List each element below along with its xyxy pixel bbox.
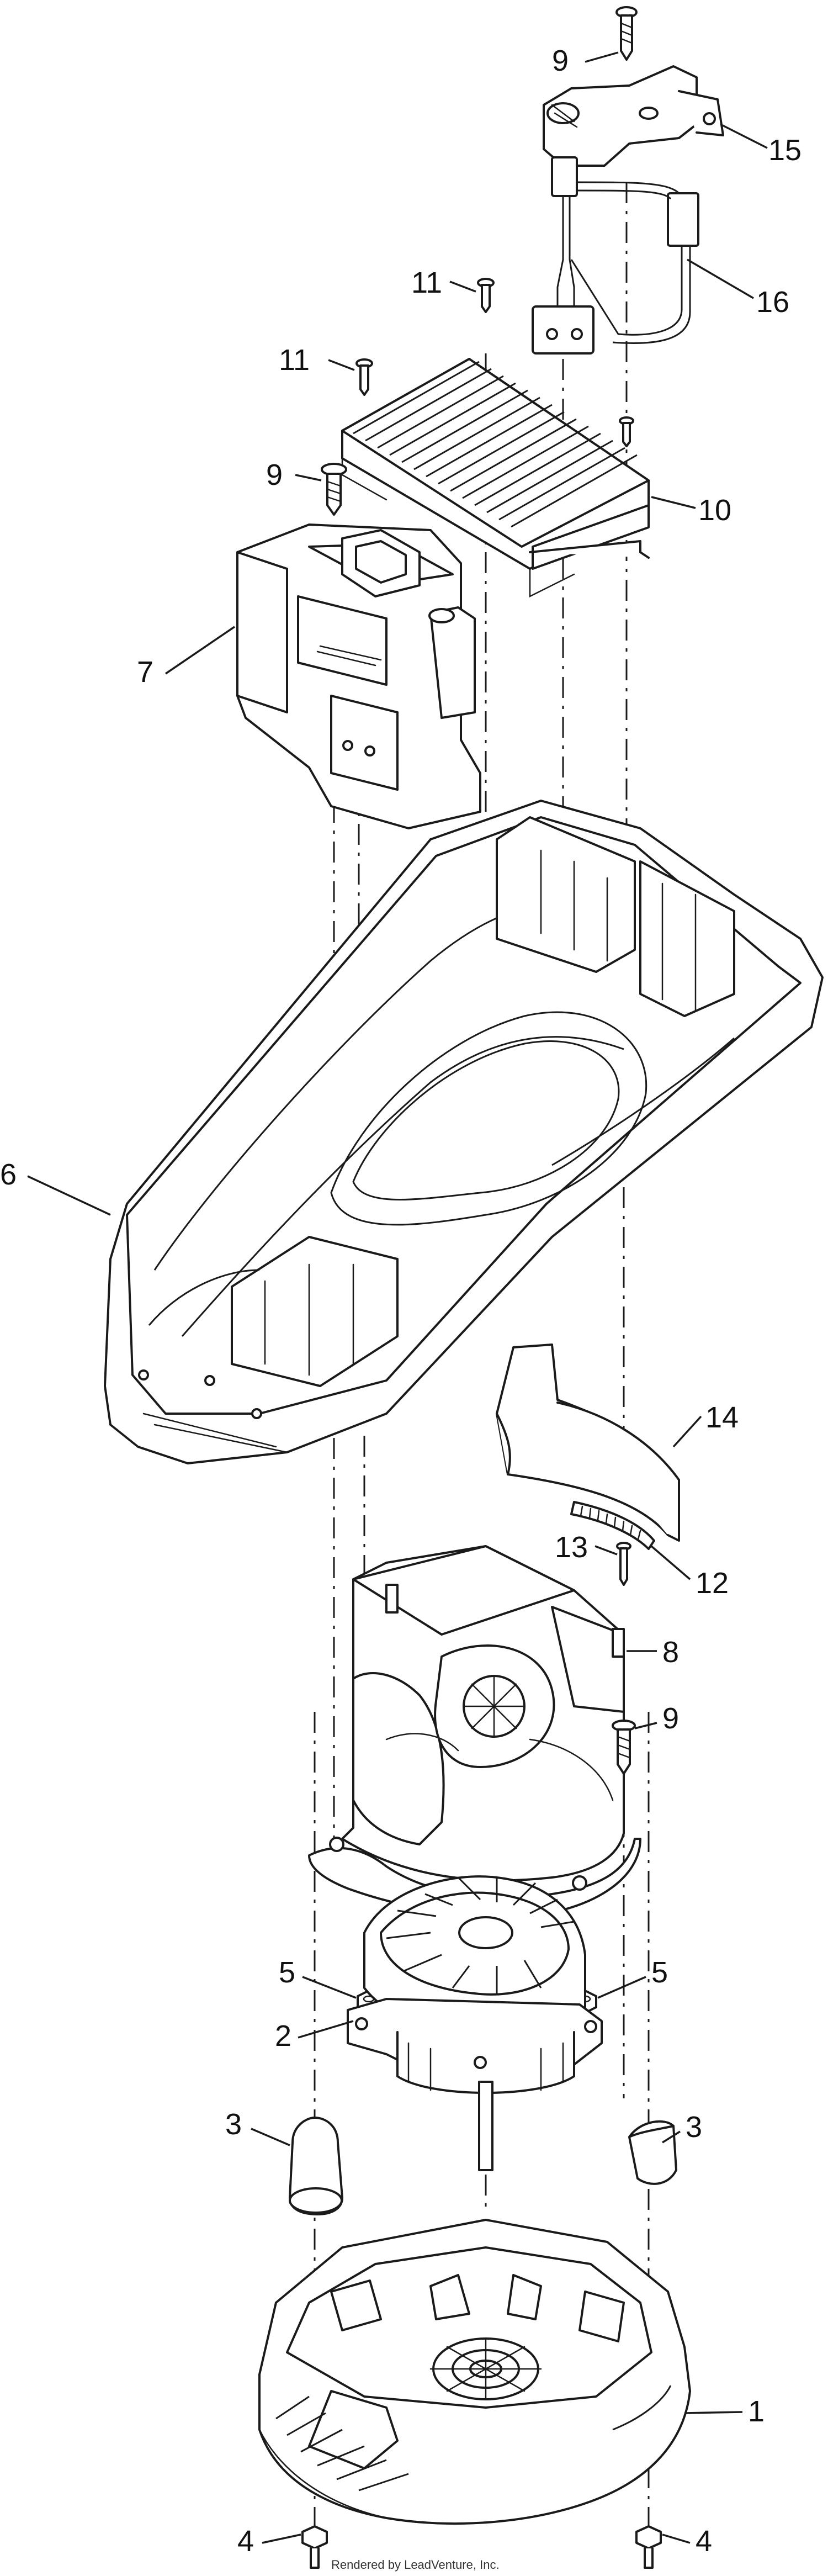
part-strip xyxy=(570,1501,655,1550)
part-bumper-left xyxy=(289,2117,343,2215)
callout-7: 7 xyxy=(137,655,153,689)
part-screw-mid xyxy=(321,463,347,516)
callout-5a: 5 xyxy=(279,1956,295,1989)
callout-9a: 9 xyxy=(552,44,569,77)
callout-3b: 3 xyxy=(686,2110,702,2144)
callout-labels: 9 15 11 16 11 9 10 7 6 14 13 12 8 9 5 5 … xyxy=(0,44,802,2558)
callout-14: 14 xyxy=(705,1401,739,1434)
part-switch-bracket xyxy=(543,65,724,167)
callout-11b: 11 xyxy=(279,343,310,377)
callout-13: 13 xyxy=(555,1531,588,1564)
part-wire-harness xyxy=(532,156,699,355)
callout-9b: 9 xyxy=(266,458,283,491)
part-base xyxy=(258,2219,691,2525)
part-baffle xyxy=(496,1343,680,1542)
part-screw-bottom-right xyxy=(635,2525,662,2569)
part-bumper-right xyxy=(628,2120,677,2185)
callout-3a: 3 xyxy=(225,2108,242,2141)
part-screw-small-b xyxy=(355,358,373,396)
part-motor-impeller xyxy=(347,1875,603,2171)
render-credit: Rendered by LeadVenture, Inc. xyxy=(331,2558,500,2572)
callout-4b: 4 xyxy=(696,2525,712,2558)
part-screw-small-a xyxy=(477,278,495,313)
callout-9c: 9 xyxy=(662,1702,679,1735)
part-fan-shroud xyxy=(308,1545,641,1917)
leader-lines xyxy=(27,51,768,2544)
callout-4a: 4 xyxy=(237,2525,254,2558)
part-main-housing xyxy=(104,800,824,1464)
part-screw-13 xyxy=(616,1542,631,1586)
callout-11a: 11 xyxy=(411,266,442,299)
callout-2: 2 xyxy=(275,2019,291,2053)
part-screw-bottom-left xyxy=(301,2525,328,2569)
part-screw-fan xyxy=(612,1720,636,1775)
part-heat-sink xyxy=(341,358,650,598)
callout-16: 16 xyxy=(756,285,789,319)
part-screw-small-c xyxy=(619,416,634,447)
callout-8: 8 xyxy=(662,1636,679,1669)
callout-1: 1 xyxy=(748,2395,765,2428)
callout-12: 12 xyxy=(696,1567,729,1600)
callout-15: 15 xyxy=(768,134,802,167)
callout-5b: 5 xyxy=(651,1956,668,1989)
callout-6: 6 xyxy=(0,1158,17,1191)
part-screw-top xyxy=(615,6,638,61)
callout-10: 10 xyxy=(698,494,731,527)
part-controller-housing xyxy=(236,523,481,829)
